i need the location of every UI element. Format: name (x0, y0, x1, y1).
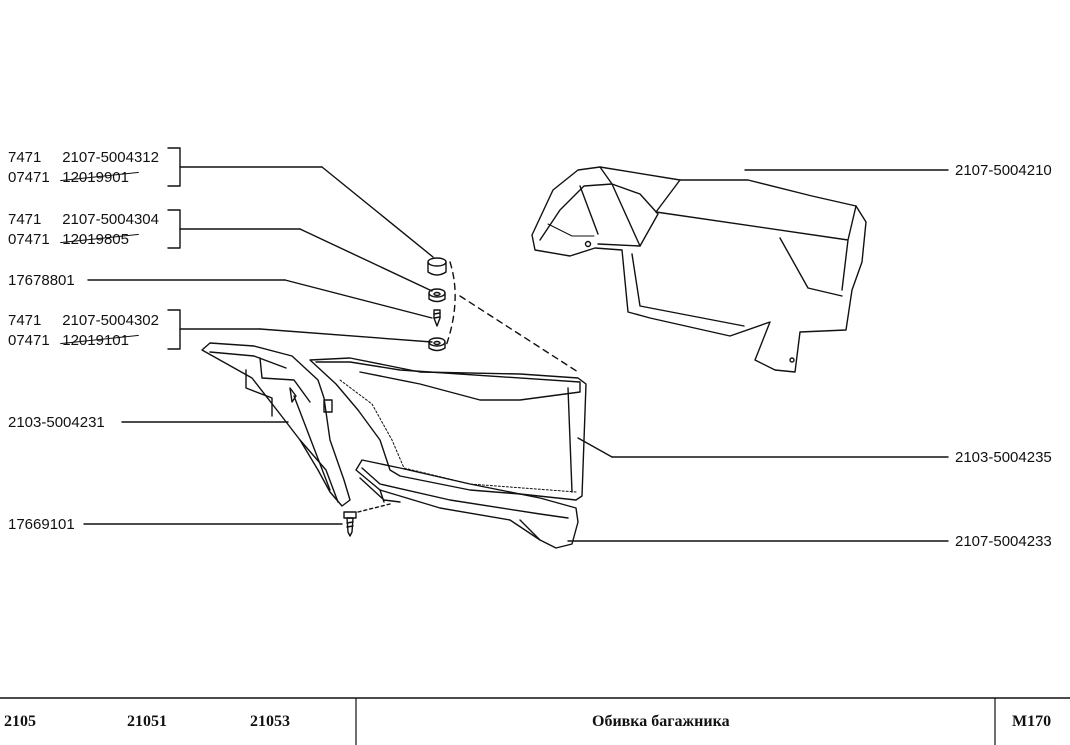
callout-g2-line1: 7471 2107-5004304 (8, 211, 159, 228)
callout-g2-code-a: 7471 (8, 211, 42, 228)
callout-g2-code-b: 07471 (8, 231, 50, 248)
callout-g2-part-b-struck: 12019805 (62, 231, 129, 248)
retainer-ring-upper (428, 288, 446, 303)
model-21051: 21051 (127, 713, 167, 730)
bracket-g1 (167, 147, 434, 258)
callout-g4-code-b: 07471 (8, 332, 50, 349)
callout-g1-code-b: 07471 (8, 169, 50, 186)
assembly-dashed-line (445, 261, 579, 373)
leader-g3 (87, 279, 433, 319)
callout-g4-code-a: 7471 (8, 312, 42, 329)
back-panel-part (309, 357, 587, 501)
callout-g1-line1: 7471 2107-5004312 (8, 149, 159, 166)
leader-back-panel (577, 437, 949, 458)
callout-g1-part-b-struck: 12019901 (62, 169, 129, 186)
title-block-frame (0, 697, 1070, 745)
callout-g2-part-a: 2107-5004304 (62, 211, 159, 228)
callout-screw: 17669101 (8, 516, 75, 533)
clip-cap (427, 257, 447, 276)
callout-back-panel: 2103-5004235 (955, 449, 1052, 466)
callout-g4-part-a: 2107-5004302 (62, 312, 159, 329)
bracket-g4 (167, 309, 433, 350)
rear-shelf-part (531, 166, 867, 373)
bracket-g2 (167, 209, 433, 292)
callout-g4-line2: 07471 12019101 (8, 332, 129, 349)
callout-g2-line2: 07471 12019805 (8, 231, 129, 248)
small-screw (433, 309, 441, 327)
callout-g4-part-b-struck: 12019101 (62, 332, 129, 349)
left-panel-part (201, 342, 351, 507)
callout-g3: 17678801 (8, 272, 75, 289)
callout-left-panel: 2103-5004231 (8, 414, 105, 431)
bolt (343, 503, 391, 537)
callout-bottom-trim: 2107-5004233 (955, 533, 1052, 550)
retainer-ring-lower (428, 337, 446, 352)
callout-rear-shelf: 2107-5004210 (955, 162, 1052, 179)
sheet-title: Обивка багажника (592, 713, 730, 730)
model-2105: 2105 (4, 713, 36, 730)
bottom-trim-part (355, 459, 579, 549)
callout-g4-line1: 7471 2107-5004302 (8, 312, 159, 329)
callout-g1-line2: 07471 12019901 (8, 169, 129, 186)
model-21053: 21053 (250, 713, 290, 730)
callout-g1-code-a: 7471 (8, 149, 42, 166)
sheet-code: M170 (1012, 713, 1052, 730)
callout-g1-part-a: 2107-5004312 (62, 149, 159, 166)
title-block: 2105 21051 21053 Обивка багажника M170 (0, 697, 1070, 745)
